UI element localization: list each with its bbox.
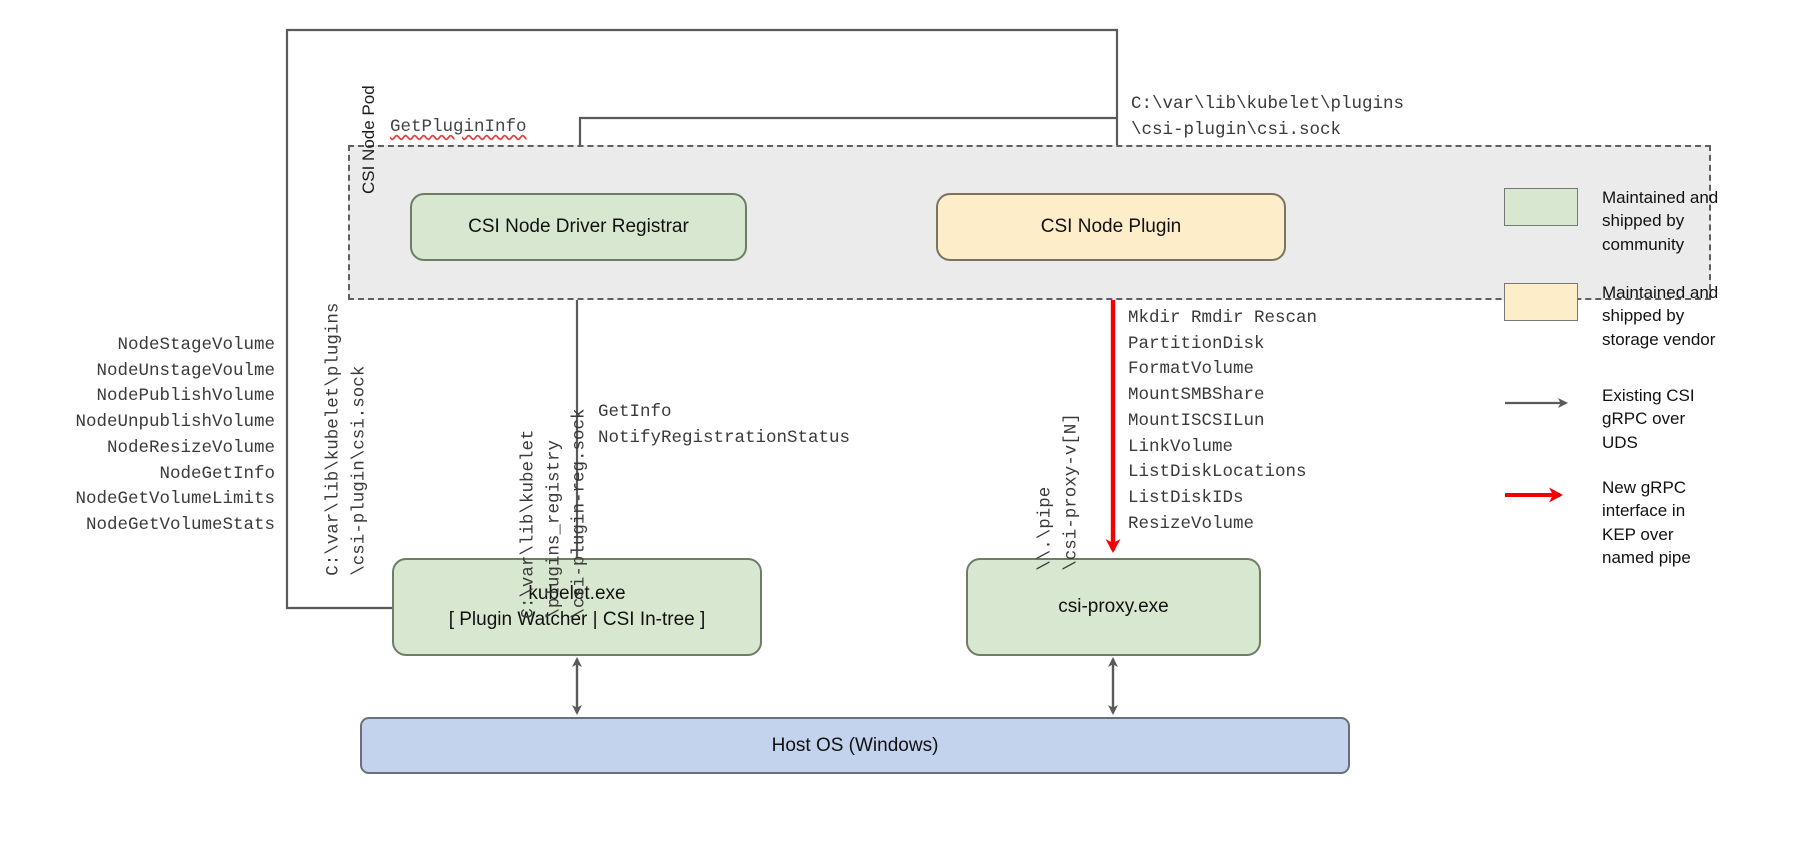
legend-swatch-yellow-icon <box>1504 283 1578 321</box>
legend-item-existing-grpc: Existing CSI gRPC over UDS <box>1504 384 1804 454</box>
node-csi-node-plugin[interactable]: CSI Node Plugin <box>936 193 1286 261</box>
annotation-csi-proxy-rpcs: Mkdir Rmdir Rescan PartitionDisk FormatV… <box>1128 308 1318 534</box>
legend-arrow-gray-icon <box>1504 384 1578 422</box>
node-label: csi-proxy.exe <box>1058 596 1169 618</box>
legend-item-storage-vendor: Maintained and shipped by storage vendor <box>1504 281 1804 351</box>
annotation-get-plugin-info: GetPluginInfo <box>390 117 527 137</box>
node-label: CSI Node Driver Registrar <box>468 216 689 238</box>
legend-item-new-grpc: New gRPC interface in KEP over named pip… <box>1504 476 1804 570</box>
legend-item-label: New gRPC interface in KEP over named pip… <box>1602 478 1691 568</box>
node-kubelet-exe[interactable]: kubelet.exe [ Plugin Watcher | CSI In-tr… <box>392 558 762 656</box>
csi-node-pod-label: CSI Node Pod <box>359 85 378 194</box>
legend-item-community: Maintained and shipped by community <box>1504 186 1804 256</box>
annotation-csi-sock-path-top: C:\var\lib\kubelet\plugins \csi-plugin\c… <box>1131 94 1405 140</box>
node-host-os[interactable]: Host OS (Windows) <box>360 717 1350 774</box>
annotation-plugin-registry-sock-path: C:\var\lib\kubelet \plugins_registry \cs… <box>518 408 590 619</box>
legend-item-label: Maintained and shipped by storage vendor <box>1602 283 1719 349</box>
annotation-named-pipe-path: \\.\pipe \csi-proxy-v[N] <box>1035 413 1081 571</box>
node-label: CSI Node Plugin <box>1040 216 1182 238</box>
node-label-line2: [ Plugin Watcher | CSI In-tree ] <box>448 609 706 630</box>
node-label: Host OS (Windows) <box>771 734 939 756</box>
legend-arrow-red-icon <box>1504 476 1578 514</box>
legend-item-label: Existing CSI gRPC over UDS <box>1602 386 1695 452</box>
legend-item-label: Maintained and shipped by community <box>1602 188 1719 254</box>
annotation-csi-sock-path-left: C:\var\lib\kubelet\plugins \csi-plugin\c… <box>323 302 369 576</box>
node-csi-proxy-exe[interactable]: csi-proxy.exe <box>966 558 1261 656</box>
annotation-registration-rpcs: GetInfo NotifyRegistrationStatus <box>598 402 851 448</box>
node-csi-node-driver-registrar[interactable]: CSI Node Driver Registrar <box>410 193 747 261</box>
legend-swatch-green-icon <box>1504 188 1578 226</box>
node-label-line1: kubelet.exe <box>528 583 626 605</box>
annotation-node-service-rpcs: NodeStageVolume NodeUnstageVoulme NodePu… <box>75 335 275 536</box>
